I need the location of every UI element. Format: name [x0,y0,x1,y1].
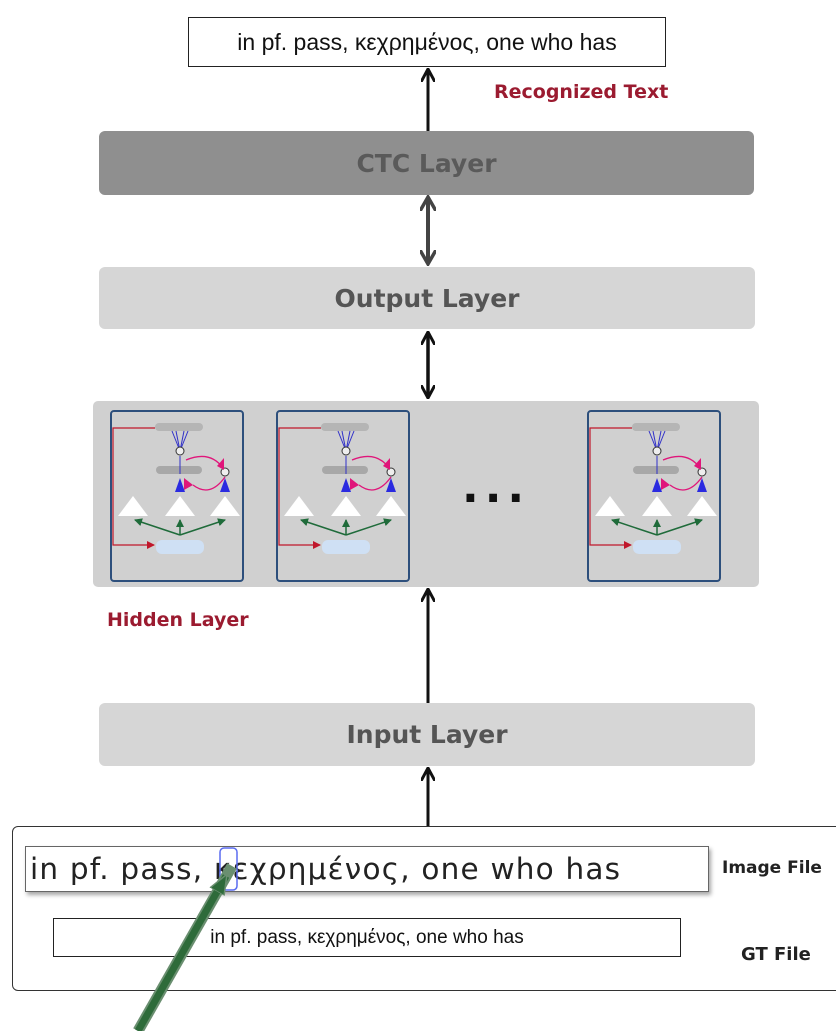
char-highlight [219,847,238,891]
image-file-label: Image File [722,858,822,878]
recognized-text-label: Recognized Text [494,81,669,103]
ellipsis: ... [462,462,531,513]
lstm-cell-3-diagram [590,423,717,554]
input-layer: Input Layer [99,703,755,766]
output-layer-label: Output Layer [334,283,520,313]
hidden-layer-label: Hidden Layer [107,609,249,631]
sliding-window-arrow [134,876,230,1031]
ctc-layer: CTC Layer [99,131,754,195]
gt-file-box: in pf. pass, κεχρημένος, one who has [53,918,681,957]
recognized-text-box: in pf. pass, κεχρημένος, one who has [188,17,666,67]
recognized-text-value: in pf. pass, κεχρημένος, one who has [237,28,617,55]
gt-file-label: GT File [741,944,811,965]
image-file-text: in pf. pass, κεχρημένος, one who has [30,852,622,886]
input-layer-label: Input Layer [346,720,508,749]
ctc-layer-label: CTC Layer [356,148,497,178]
output-layer: Output Layer [99,267,755,329]
gt-file-text: in pf. pass, κεχρημένος, one who has [210,926,524,948]
lstm-cell-2-diagram [279,423,406,554]
lstm-cell-1-diagram [113,423,240,554]
image-file-strip: in pf. pass, κεχρημένος, one who has [25,846,709,892]
